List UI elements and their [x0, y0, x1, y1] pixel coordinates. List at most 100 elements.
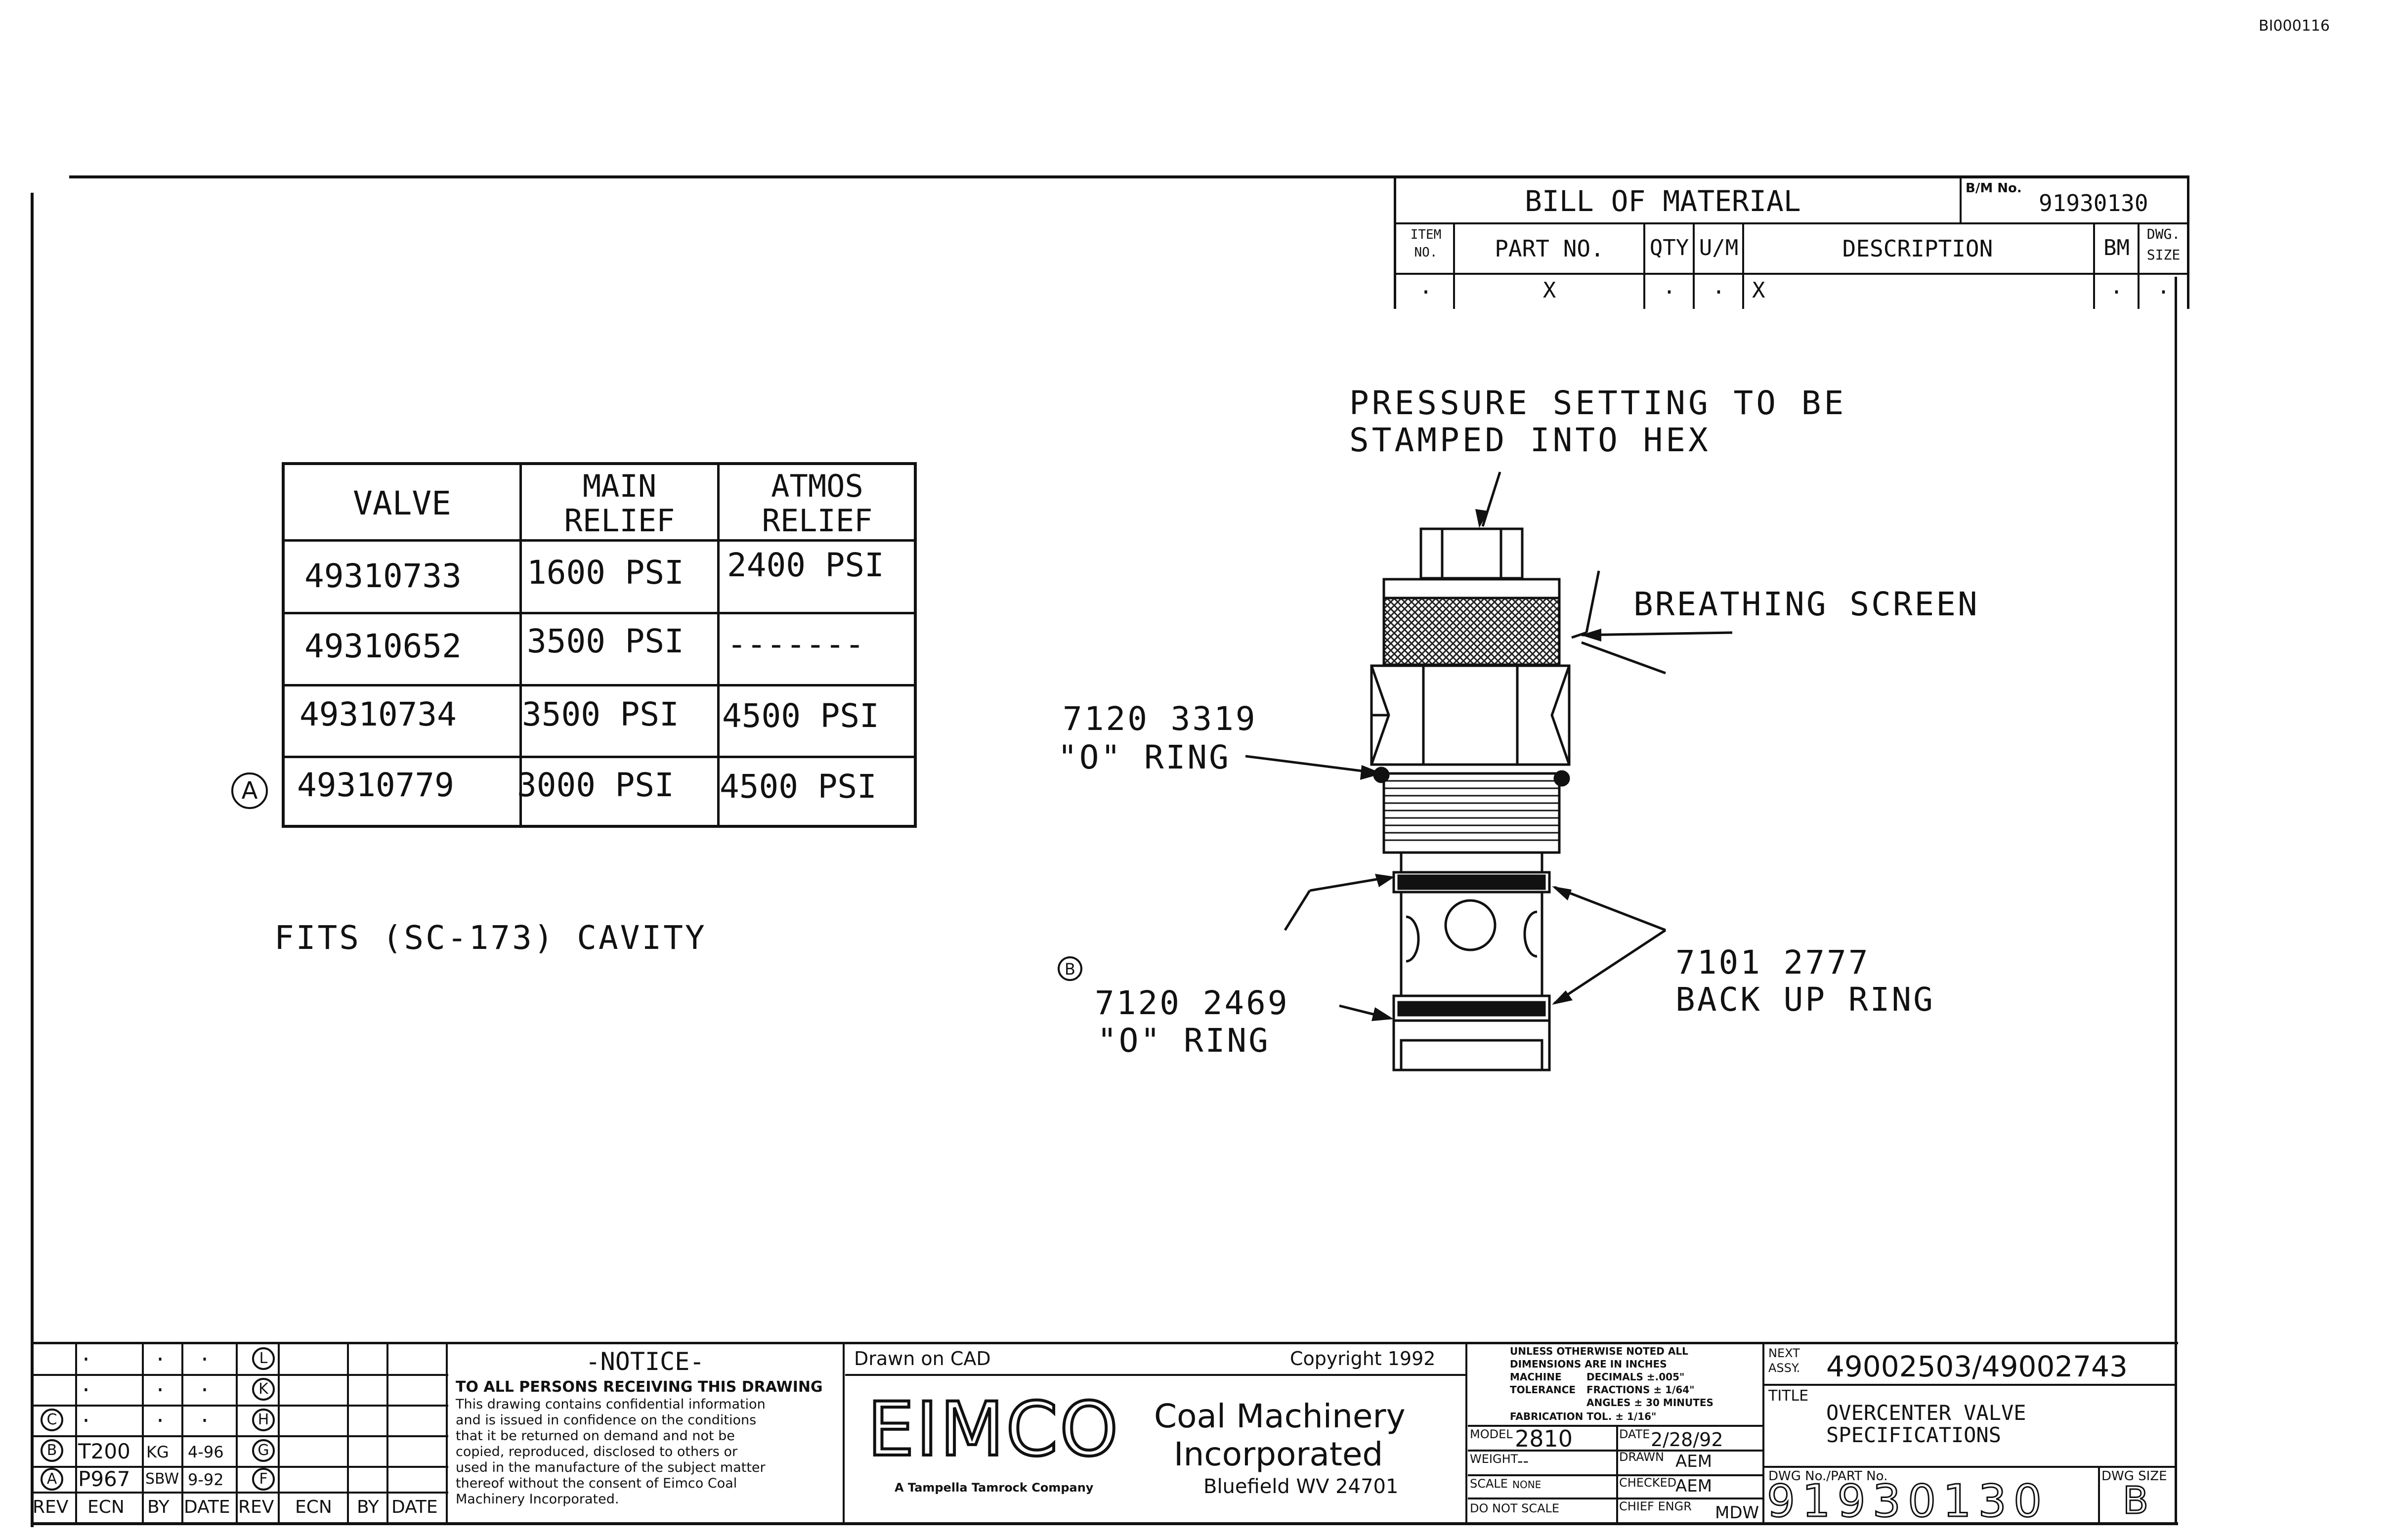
ecn-header: ECN	[295, 1497, 332, 1517]
weight-label: WEIGHT	[1470, 1452, 1518, 1466]
copyright: Copyright 1992	[1290, 1348, 1436, 1369]
bom-number-label: B/M No.	[1966, 181, 2022, 196]
notice-line: that it be returned on demand and not be	[456, 1428, 735, 1444]
company-block: Drawn on CAD Copyright 1992 EIMCO Coal M…	[845, 1343, 1468, 1522]
company-name-1: Coal Machinery	[1154, 1397, 1406, 1435]
document-id: BI000116	[2259, 17, 2330, 35]
revision-date: 4-96	[188, 1443, 224, 1461]
checked-value: AEM	[1675, 1476, 1713, 1496]
company-city: Bluefield WV 24701	[1203, 1475, 1399, 1498]
notice-line: thereof without the consent of Eimco Coa…	[456, 1476, 737, 1491]
revision-letter: H	[252, 1409, 275, 1431]
revision-by: SBW	[145, 1470, 179, 1488]
bom-header-dwg-2: SIZE	[2146, 247, 2181, 263]
valve-cell: 49310733	[304, 557, 462, 595]
valve-cell: 49310779	[297, 766, 454, 804]
tolerance-line: FABRICATION TOL. ± 1/16"	[1510, 1411, 1657, 1422]
tolerance-line: ANGLES ± 30 MINUTES	[1586, 1397, 1713, 1409]
frame-top	[69, 175, 2189, 178]
revision-date: .	[199, 1373, 211, 1396]
revision-ecn: .	[80, 1404, 92, 1427]
notice-line: used in the manufacture of the subject m…	[456, 1460, 766, 1475]
revision-letter: A	[41, 1468, 63, 1491]
o-ring-2-part: 7120 2469	[1095, 984, 1289, 1022]
rev-header: REV	[33, 1497, 69, 1517]
tolerance-block: UNLESS OTHERWISE NOTED ALL DIMENSIONS AR…	[1468, 1343, 1764, 1522]
title-label: TITLE	[1768, 1387, 1809, 1405]
eimco-logo: EIMCO	[866, 1387, 1120, 1473]
notice-title: -NOTICE-	[585, 1347, 705, 1376]
atmos-relief-cell: 4500 PSI	[720, 768, 877, 806]
notice-line: copied, reproduced, disclosed to others …	[456, 1444, 738, 1459]
revision-date: 9-92	[188, 1470, 224, 1489]
drawn-on-cad: Drawn on CAD	[854, 1348, 991, 1369]
titleblock-bottom	[31, 1522, 2178, 1525]
valve-header: VALVE	[353, 484, 451, 522]
main-relief-cell: 3000 PSI	[517, 766, 674, 804]
revision-b-marker: B	[1058, 956, 1082, 981]
model-label: MODEL	[1470, 1427, 1513, 1441]
next-assy-label-2: ASSY.	[1768, 1361, 1800, 1375]
bom-header-qty: QTY	[1649, 235, 1689, 260]
valve-cell: 49310652	[304, 627, 462, 665]
revision-block: . . . L . . . K C . . . H B T200 KG 4-96…	[31, 1343, 448, 1522]
dwg-no-label: DWG No./PART No.	[1768, 1469, 1888, 1484]
bom-cell-part-no: X	[1542, 278, 1556, 303]
main-relief-header-1: MAIN	[582, 468, 657, 504]
valve-cell: 49310734	[300, 695, 457, 733]
rev-header: REV	[238, 1497, 274, 1517]
revision-by: .	[154, 1373, 167, 1396]
o-ring-1-label: "O" RING	[1058, 738, 1231, 776]
revision-letter: K	[252, 1378, 275, 1401]
pressure-setting-note-2: STAMPED INTO HEX	[1349, 421, 1711, 459]
bom-cell-qty: .	[1663, 274, 1676, 299]
tolerance-line: MACHINE	[1510, 1371, 1562, 1383]
date-label: DATE	[1619, 1427, 1650, 1441]
main-relief-header-2: RELIEF	[564, 503, 675, 539]
by-header: BY	[357, 1497, 379, 1517]
chief-engr-value: MDW	[1715, 1503, 1759, 1523]
bom-table: BILL OF MATERIAL B/M No. 91930130 ITEM N…	[1394, 175, 2189, 309]
do-not-scale: DO NOT SCALE	[1470, 1501, 1560, 1515]
back-up-ring-part: 7101 2777	[1675, 943, 1870, 982]
next-assy-label-1: NEXT	[1768, 1346, 1800, 1360]
tolerance-line: UNLESS OTHERWISE NOTED ALL	[1510, 1345, 1688, 1357]
frame-left	[31, 193, 34, 1527]
valve-relief-table: VALVE MAIN RELIEF ATMOS RELIEF 49310733 …	[282, 462, 917, 828]
date-header: DATE	[391, 1497, 438, 1517]
revision-a-marker: A	[231, 772, 268, 809]
tolerance-line: DECIMALS ±.005"	[1586, 1371, 1685, 1383]
bom-cell-um: .	[1712, 274, 1725, 299]
bom-cell-dwg-size: .	[2157, 274, 2170, 299]
cavity-note: FITS (SC-173) CAVITY	[274, 919, 707, 957]
notice-heading: TO ALL PERSONS RECEIVING THIS DRAWING	[456, 1378, 823, 1396]
revision-ecn: .	[80, 1373, 92, 1396]
pressure-setting-note-1: PRESSURE SETTING TO BE	[1349, 384, 1847, 422]
main-relief-cell: 1600 PSI	[527, 554, 684, 592]
drawing-title-1: OVERCENTER VALVE	[1826, 1401, 2026, 1425]
atmos-relief-cell: 4500 PSI	[722, 697, 879, 735]
breathing-screen-label: BREATHING SCREEN	[1633, 585, 1979, 623]
back-up-ring-label: BACK UP RING	[1675, 981, 1935, 1019]
notice-line: Machinery Incorporated.	[456, 1492, 619, 1507]
notice-block: -NOTICE- TO ALL PERSONS RECEIVING THIS D…	[450, 1343, 845, 1522]
revision-date: .	[199, 1343, 211, 1366]
main-relief-cell: 3500 PSI	[527, 622, 684, 660]
tolerance-line: FRACTIONS ± 1/64"	[1586, 1384, 1695, 1396]
revision-by: .	[154, 1404, 167, 1427]
bom-header-um: U/M	[1699, 235, 1739, 260]
dwg-size-label: DWG SIZE	[2101, 1469, 2167, 1484]
bom-cell-item: .	[1419, 274, 1433, 299]
main-relief-cell: 3500 PSI	[522, 695, 679, 733]
scale-label: SCALE	[1470, 1477, 1508, 1491]
revision-ecn: .	[80, 1343, 92, 1366]
company-tagline: A Tampella Tamrock Company	[895, 1481, 1094, 1495]
tolerance-line: DIMENSIONS ARE IN INCHES	[1510, 1358, 1667, 1370]
weight-value: --	[1517, 1452, 1529, 1470]
o-ring-1-part: 7120 3319	[1063, 700, 1257, 738]
drawing-info-block: NEXT ASSY. 49002503/49002743 TITLE OVERC…	[1764, 1343, 2175, 1524]
model-value: 2810	[1515, 1425, 1573, 1452]
atmos-relief-header-2: RELIEF	[762, 503, 873, 539]
date-value: 2/28/92	[1651, 1429, 1723, 1451]
drawing-title-2: SPECIFICATIONS	[1826, 1423, 2002, 1447]
